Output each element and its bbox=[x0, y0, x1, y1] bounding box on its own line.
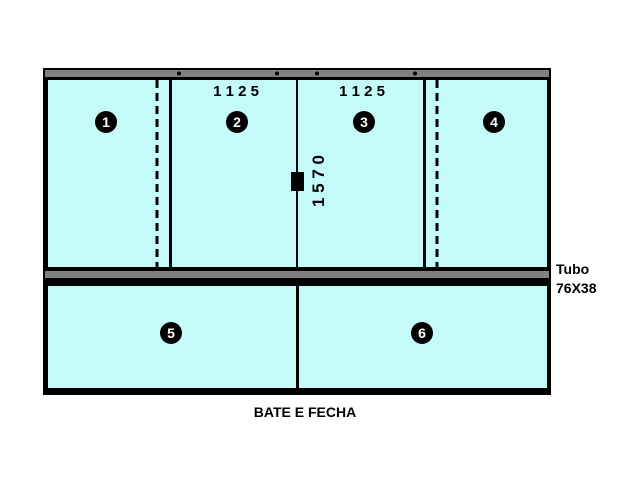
tube-rail-inner bbox=[45, 271, 549, 278]
panel-number: 6 bbox=[418, 325, 426, 341]
screw-icon bbox=[177, 71, 181, 76]
number-circle-icon bbox=[411, 322, 433, 344]
dimension-top-left: 1 1 2 5 bbox=[213, 83, 259, 100]
panel-marker-3: 3 bbox=[353, 111, 375, 133]
tube-label-line1: Tubo bbox=[556, 261, 589, 277]
tube-label-line2: 76X38 bbox=[556, 280, 597, 296]
handle-icon bbox=[291, 172, 304, 191]
panel-marker-6: 6 bbox=[411, 322, 433, 344]
panel-number: 4 bbox=[490, 114, 498, 130]
panel-marker-2: 2 bbox=[226, 111, 248, 133]
panel-marker-1: 1 bbox=[95, 111, 117, 133]
panel-number: 2 bbox=[233, 114, 241, 130]
panel-number: 1 bbox=[102, 114, 110, 130]
lower-mullion bbox=[296, 286, 299, 388]
screw-icon bbox=[275, 71, 279, 76]
number-circle-icon bbox=[483, 111, 505, 133]
top-rail bbox=[45, 70, 549, 77]
mullion-right bbox=[423, 80, 426, 267]
number-circle-icon bbox=[226, 111, 248, 133]
panel-number: 5 bbox=[167, 325, 175, 341]
dimension-top-right: 1 1 2 5 bbox=[339, 83, 385, 100]
panel-number: 3 bbox=[360, 114, 368, 130]
dimension-height: 1 5 7 0 bbox=[309, 155, 328, 207]
screw-icon bbox=[413, 71, 417, 76]
mullion-left bbox=[169, 80, 172, 267]
number-circle-icon bbox=[353, 111, 375, 133]
panel-marker-4: 4 bbox=[483, 111, 505, 133]
panel-marker-5: 5 bbox=[160, 322, 182, 344]
number-circle-icon bbox=[95, 111, 117, 133]
diagram-caption: BATE E FECHA bbox=[254, 404, 356, 420]
screw-icon bbox=[315, 71, 319, 76]
number-circle-icon bbox=[160, 322, 182, 344]
